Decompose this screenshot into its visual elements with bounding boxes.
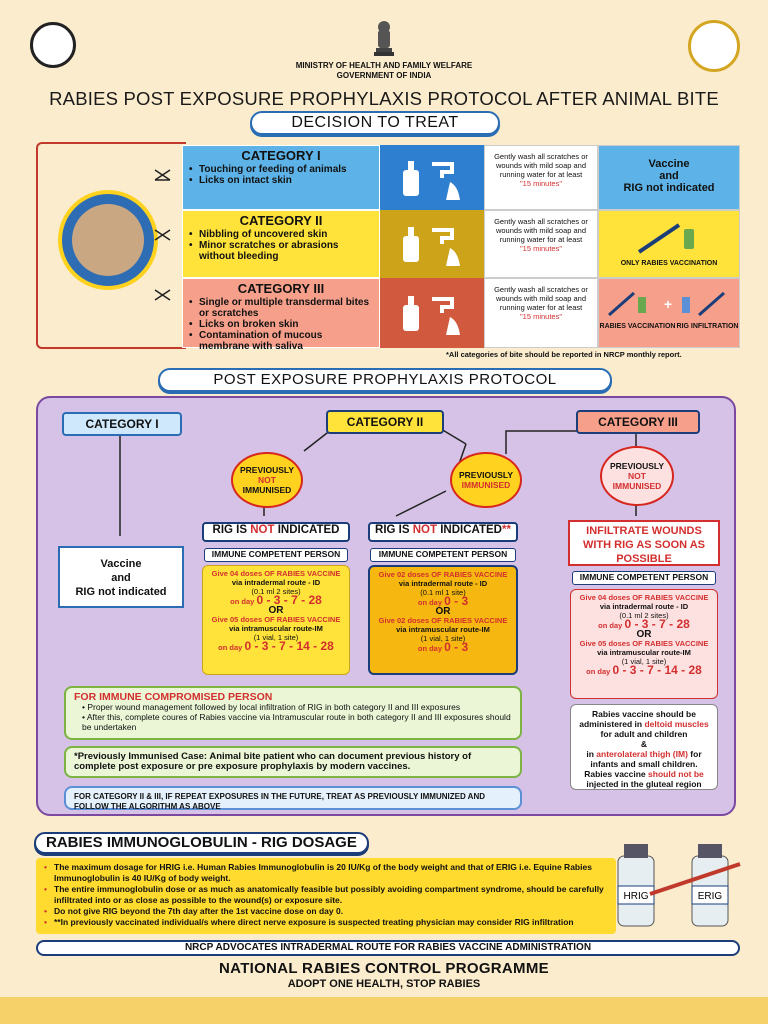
wash-text-cat2: Gently wash all scratches or wounds with… [484, 210, 598, 278]
decision-bracket [36, 142, 186, 349]
tap-icon [432, 297, 460, 335]
wash-icons-cat3 [380, 278, 484, 348]
syringe-icon [637, 223, 694, 254]
dose-box-cat2-imm: Give 02 doses OF RABIES VACCINE via intr… [368, 565, 518, 675]
page-title: RABIES POST EXPOSURE PROPHYLAXIS PROTOCO… [49, 88, 719, 109]
protocol-title: POST EXPOSURE PROPHYLAXIS PROTOCOL [158, 368, 612, 392]
cat1-result: Vaccine and RIG not indicated [58, 546, 184, 608]
program-name: NATIONAL RABIES CONTROL PROGRAMME [219, 960, 549, 977]
wash-text-cat1: Gently wash all scratches or wounds with… [484, 145, 598, 210]
soap-icon [403, 160, 419, 196]
protocol-cat1: CATEGORY I [62, 412, 182, 436]
dog-bite-image [58, 190, 158, 290]
repeat-exposure-note: FOR CATEGORY II & III, IF REPEAT EXPOSUR… [64, 786, 522, 811]
protocol-cat2: CATEGORY II [326, 410, 444, 434]
rig-not-indicated-1: RIG IS NOT INDICATED [202, 522, 350, 542]
decision-cat3: CATEGORY III Single or multiple transder… [182, 278, 380, 352]
result-cat1: Vaccine and RIG not indicated [598, 145, 740, 210]
wash-icons-cat2 [380, 210, 484, 278]
left-logo [30, 22, 76, 68]
decision-cat1: CATEGORY I Touching or feeding of animal… [182, 145, 380, 210]
decision-cat2: CATEGORY II Nibbling of uncovered skinMi… [182, 210, 380, 278]
tap-icon [432, 228, 460, 266]
immune-competent-1: IMMUNE COMPETENT PERSON [204, 548, 348, 562]
rig-not-indicated-2: RIG IS NOT INDICATED** [368, 522, 518, 542]
immune-competent-3: IMMUNE COMPETENT PERSON [572, 571, 716, 585]
wash-icons-cat1 [380, 145, 484, 210]
nrcp-logo [688, 20, 740, 72]
wash-text-cat3: Gently wash all scratches or wounds with… [484, 278, 598, 348]
bracket-arrows [154, 169, 171, 301]
vial-illustration: HRIG ERIG [610, 834, 750, 934]
infiltrate-wounds: INFILTRATE WOUNDS WITH RIG AS SOON AS PO… [568, 520, 720, 566]
footer-bar [0, 997, 768, 1024]
rig-dosage-title: RABIES IMMUNOGLOBULIN - RIG DOSAGE [34, 832, 369, 854]
immune-competent-2: IMMUNE COMPETENT PERSON [370, 548, 516, 562]
protocol-cat3: CATEGORY III [576, 410, 700, 434]
vaccine-site-box: Rabies vaccine should be administered in… [570, 704, 718, 790]
svg-text:+: + [664, 296, 672, 312]
national-emblem-icon [374, 21, 394, 56]
ministry-heading: MINISTRY OF HEALTH AND FAMILY WELFARE GO… [295, 61, 473, 80]
syringe-rig-icon: + [608, 291, 725, 317]
rig-dosage-panel: The maximum dosage for HRIG i.e. Human R… [36, 858, 616, 934]
dose-box-cat2-not-imm: Give 04 doses OF RABIES VACCINE via intr… [202, 565, 350, 675]
hrig-label: HRIG [624, 891, 649, 902]
soap-icon [403, 227, 419, 262]
tap-icon [432, 161, 460, 200]
previously-immunised-note: *Previously Immunised Case: Animal bite … [64, 746, 522, 778]
decision-title: DECISION TO TREAT [250, 111, 500, 135]
tagline: ADOPT ONE HEALTH, STOP RABIES [287, 978, 481, 990]
nrcp-note: *All categories of bite should be report… [446, 350, 682, 359]
dose-box-cat3: Give 04 doses OF RABIES VACCINE via intr… [570, 589, 718, 699]
nrcp-advocate-bar: NRCP ADVOCATES INTRADERMAL ROUTE FOR RAB… [36, 940, 740, 956]
erig-label: ERIG [698, 891, 723, 902]
soap-icon [403, 296, 419, 331]
result-cat2: ONLY RABIES VACCINATION [598, 210, 740, 278]
result-cat3: + RABIES VACCINATION RIG INFILTRATION [598, 278, 740, 348]
immune-compromised-box: FOR IMMUNE COMPROMISED PERSON • Proper w… [64, 686, 522, 740]
